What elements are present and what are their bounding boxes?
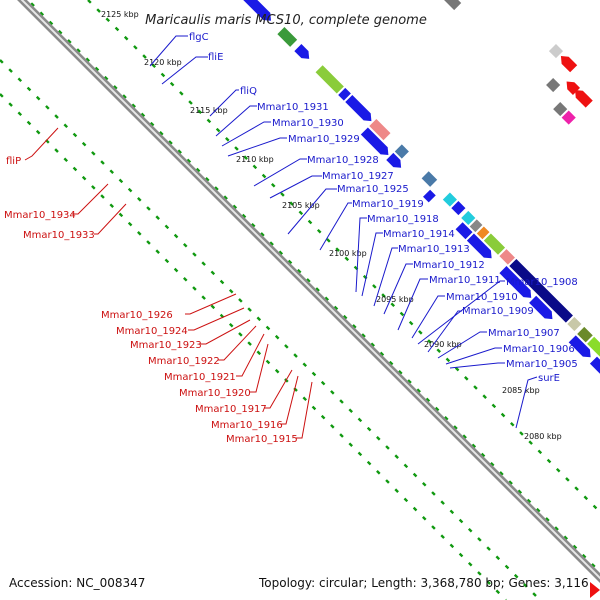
gene-label: Mmar10_1913 bbox=[398, 244, 470, 255]
kbp-tick: 2120 kbp bbox=[144, 58, 182, 67]
gene-arrow bbox=[560, 56, 578, 73]
gene-label: Mmar10_1912 bbox=[413, 260, 485, 271]
gene-label: Mmar10_1921 bbox=[164, 372, 236, 383]
gene-label: Mmar10_1924 bbox=[116, 326, 188, 337]
gene-label: Mmar10_1931 bbox=[257, 102, 329, 113]
forward-genes bbox=[239, 0, 600, 376]
gene-block bbox=[315, 65, 344, 94]
gene-label: Mmar10_1908 bbox=[506, 277, 578, 288]
gene-block bbox=[483, 233, 506, 255]
accession-text: Accession: NC_008347 bbox=[9, 576, 145, 590]
kbp-tick: 2085 kbp bbox=[502, 386, 540, 395]
kbp-tick: 2105 kbp bbox=[282, 201, 320, 210]
gene-arrow bbox=[360, 127, 389, 156]
kbp-tick: 2110 kbp bbox=[236, 155, 274, 164]
gene-label: Mmar10_1920 bbox=[179, 388, 251, 399]
gene-arrow bbox=[386, 152, 402, 168]
gene-block bbox=[421, 171, 438, 187]
gene-block bbox=[587, 336, 600, 371]
gene-label: Mmar10_1905 bbox=[506, 359, 578, 370]
kbp-tick: 2115 kbp bbox=[190, 106, 228, 115]
gene-block bbox=[509, 258, 573, 323]
gene-block bbox=[451, 201, 466, 216]
gene-label: fliP bbox=[6, 156, 21, 167]
gene-label: Mmar10_1922 bbox=[148, 356, 220, 367]
gene-label: Mmar10_1910 bbox=[446, 292, 518, 303]
kbp-ticks: 2125 kbp 2120 kbp 2115 kbp 2110 kbp 2105… bbox=[101, 10, 562, 441]
gene-label: Mmar10_1925 bbox=[337, 184, 409, 195]
gene-block bbox=[561, 110, 576, 125]
gene-label: Mmar10_1907 bbox=[488, 328, 560, 339]
gene-arrow bbox=[566, 81, 581, 95]
gene-arrow bbox=[466, 233, 492, 259]
gene-arrow bbox=[580, 95, 593, 108]
gene-label: Mmar10_1933 bbox=[23, 230, 95, 241]
gene-arrow bbox=[239, 0, 272, 21]
map-title: Maricaulis maris MCS10, complete genome bbox=[145, 13, 427, 28]
gene-block bbox=[499, 249, 515, 265]
gene-label: Mmar10_1911 bbox=[429, 275, 501, 286]
gene-arrow bbox=[499, 266, 532, 298]
gene-label: Mmar10_1930 bbox=[272, 118, 344, 129]
gene-label: Mmar10_1915 bbox=[226, 434, 298, 445]
gene-label: Mmar10_1923 bbox=[130, 340, 202, 351]
gene-label: Mmar10_1919 bbox=[352, 199, 424, 210]
gene-arrow bbox=[568, 335, 591, 358]
gene-block bbox=[423, 189, 436, 203]
gene-label: fliQ bbox=[240, 86, 257, 97]
gene-arrow bbox=[345, 94, 372, 122]
reverse-gene-labels: fliP Mmar10_1934 Mmar10_1933 Mmar10_1926… bbox=[4, 127, 313, 445]
gene-label: Mmar10_1916 bbox=[211, 420, 283, 431]
gene-label: Mmar10_1917 bbox=[195, 404, 267, 415]
kbp-tick: 2095 kbp bbox=[376, 295, 414, 304]
gene-label: Mmar10_1927 bbox=[322, 171, 394, 182]
gene-label: Mmar10_1926 bbox=[101, 310, 173, 321]
gene-block bbox=[577, 326, 593, 343]
gene-block bbox=[394, 144, 409, 159]
gene-block bbox=[277, 27, 298, 47]
kbp-tick: 2125 kbp bbox=[101, 10, 139, 19]
gene-block bbox=[546, 77, 561, 93]
kbp-tick: 2080 kbp bbox=[524, 432, 562, 441]
gene-label: fliE bbox=[208, 52, 223, 63]
gene-label: Mmar10_1928 bbox=[307, 155, 379, 166]
gene-label: Mmar10_1914 bbox=[383, 229, 455, 240]
scroll-right-arrow-icon[interactable] bbox=[590, 582, 600, 598]
kbp-tick: 2100 kbp bbox=[329, 249, 367, 258]
gene-label: surE bbox=[538, 373, 560, 384]
gene-label: Mmar10_1918 bbox=[367, 214, 439, 225]
genome-backbone bbox=[17, 0, 600, 583]
gene-block bbox=[369, 118, 391, 141]
gene-arrow bbox=[529, 295, 553, 320]
gene-block bbox=[476, 226, 490, 240]
gene-block bbox=[461, 210, 476, 226]
gene-block bbox=[338, 87, 351, 101]
gene-block bbox=[455, 222, 473, 240]
gene-label: Mmar10_1906 bbox=[503, 344, 575, 355]
gene-block bbox=[469, 219, 483, 233]
gene-label: Mmar10_1934 bbox=[4, 210, 76, 221]
gene-label: Mmar10_1929 bbox=[288, 134, 360, 145]
gene-block bbox=[548, 44, 564, 59]
gene-arrow bbox=[589, 356, 600, 376]
gene-arrow bbox=[294, 44, 310, 59]
gene-block bbox=[440, 0, 462, 11]
forward-gene-labels: flgC fliE fliQ Mmar10_1931 Mmar10_1930 M… bbox=[149, 32, 578, 429]
kbp-tick: 2090 kbp bbox=[424, 340, 462, 349]
gene-label: flgC bbox=[189, 32, 209, 43]
gene-label: Mmar10_1909 bbox=[462, 306, 534, 317]
topology-text: Topology: circular; Length: 3,368,780 bp… bbox=[258, 576, 589, 590]
